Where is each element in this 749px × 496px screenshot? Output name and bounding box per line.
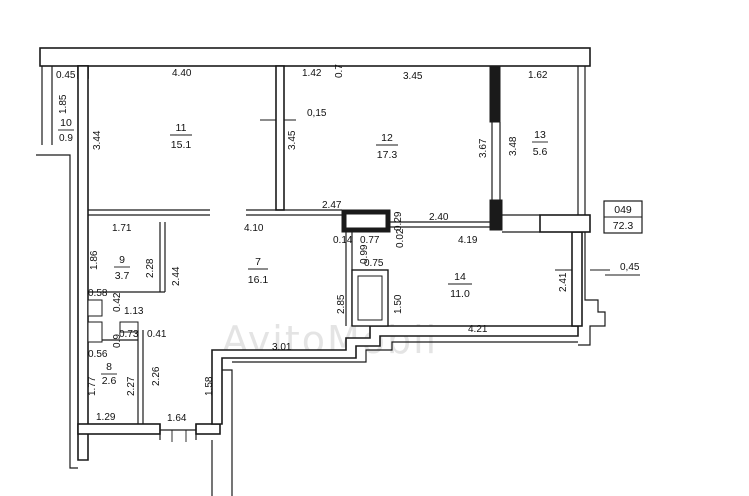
wall-9-7 <box>159 222 166 292</box>
dim-label: 0.75 <box>364 258 384 269</box>
wall-bottom-outline <box>211 369 233 496</box>
dim-label: 2.28 <box>145 258 156 278</box>
wall-above-7 <box>246 209 342 216</box>
dim-label: 3.48 <box>508 136 519 156</box>
fixture-b <box>87 321 103 343</box>
room-8-area: 2.6 <box>102 375 117 387</box>
room-13: 13 5.6 <box>532 129 548 158</box>
dim-label: 0.56 <box>88 349 108 360</box>
dim-label: 1.50 <box>393 294 404 314</box>
fixture-a <box>87 299 103 317</box>
room-7: 7 16.1 <box>248 256 269 286</box>
wall-12-13-upper <box>489 65 501 123</box>
dim-label: 0.29 <box>393 211 404 231</box>
wall-bottom-step <box>211 325 579 425</box>
dim-label: 3.44 <box>92 130 103 150</box>
dim-label: 2.41 <box>558 272 569 292</box>
door-jambs-bottom <box>159 424 197 440</box>
dim-label: 0.42 <box>112 292 123 312</box>
room-13-area: 5.6 <box>533 146 548 158</box>
wall-top <box>39 47 591 67</box>
dim-label: 1.71 <box>112 223 132 234</box>
wall-right-step <box>578 232 606 346</box>
wall-12-13-lower <box>489 199 503 231</box>
room-11: 11 15.1 <box>170 122 192 151</box>
dim-label: 0,45 <box>620 262 640 273</box>
room-7-area: 16.1 <box>248 274 269 286</box>
dim-label: 0.45 <box>56 70 76 81</box>
dim-label: 4.19 <box>458 235 478 246</box>
dim-label: 0.73 <box>119 329 139 340</box>
dim-label: 3.01 <box>272 342 292 353</box>
room-7-id: 7 <box>255 256 261 268</box>
pillar-right <box>539 214 591 233</box>
wall-left-outline <box>36 154 78 469</box>
dim-label: 1.86 <box>89 250 100 270</box>
summary-total: 72.3 <box>613 220 634 232</box>
dim-label: 0.77 <box>360 235 380 246</box>
room-9-area: 3.7 <box>115 270 130 282</box>
dim-label: 0.02 <box>395 228 406 248</box>
room-13-id: 13 <box>534 129 546 141</box>
block-12-14-inner <box>345 213 387 229</box>
room-8-id: 8 <box>106 361 112 373</box>
wall-8-right <box>137 330 144 424</box>
dim-label: 3.45 <box>287 130 298 150</box>
wall-13-14 <box>502 214 540 233</box>
wall-bottom-left <box>77 423 161 435</box>
wall-outer-step <box>232 341 578 363</box>
dim-label: 0.14 <box>333 235 353 246</box>
dim-label: 1.13 <box>124 306 144 317</box>
wall-left <box>77 65 89 461</box>
wall-bottom-mid <box>195 423 221 435</box>
dim-label: 4.21 <box>468 324 488 335</box>
dim-label: 0.99 <box>359 244 370 264</box>
fixture-c <box>119 321 139 333</box>
dim-label: 0.41 <box>147 329 167 340</box>
room-12-area: 17.3 <box>377 149 398 161</box>
dim-label: 2.40 <box>429 212 449 223</box>
wall-above-9 <box>88 209 210 216</box>
dim-label: 3.67 <box>478 138 489 158</box>
dim-label: 4.40 <box>172 68 192 79</box>
dim-label: 0.7 <box>334 64 345 78</box>
dim-label: 0.9 <box>112 334 123 348</box>
dim-label: 2.47 <box>322 200 342 211</box>
dim-label: 0,15 <box>307 108 327 119</box>
dim-label: 0.9 <box>59 133 73 144</box>
wall-12-14 <box>390 221 490 228</box>
dim-label: 1.42 <box>302 68 322 79</box>
room-11-id: 11 <box>176 122 187 134</box>
dim-label: 2.85 <box>336 294 347 314</box>
room-14: 14 11.0 <box>448 271 472 300</box>
dim-label: 1.58 <box>204 376 215 396</box>
dim-label: 0.58 <box>88 288 108 299</box>
dim-label: 1.29 <box>96 412 116 423</box>
dim-label: 1.85 <box>58 94 69 114</box>
shaft-inner <box>357 275 383 321</box>
wall-right-lower <box>571 231 583 327</box>
dim-label: 3.45 <box>403 71 423 82</box>
room-9-id: 9 <box>119 254 125 266</box>
dim-label: 2.26 <box>151 366 162 386</box>
room-12: 12 17.3 <box>376 132 398 161</box>
room-10-id: 10 <box>60 117 72 129</box>
dim-label: 1.62 <box>528 70 548 81</box>
room-10: 10 <box>58 117 74 131</box>
room-9: 9 3.7 <box>114 254 130 282</box>
dim-label: 1.64 <box>167 413 187 424</box>
room-14-area: 11.0 <box>450 288 470 300</box>
dim-label: 1.77 <box>87 376 98 396</box>
dim-label: 4.10 <box>244 223 264 234</box>
dim-label: 2.44 <box>171 266 182 286</box>
summary-code: 049 <box>614 204 632 216</box>
room-14-id: 14 <box>454 271 466 283</box>
dim-label: 2.27 <box>126 376 137 396</box>
room-11-area: 15.1 <box>171 139 192 151</box>
tick-1-64 <box>171 430 187 442</box>
wall-11-12 <box>275 65 285 211</box>
room-8: 8 2.6 <box>101 361 117 387</box>
room-12-id: 12 <box>381 132 393 144</box>
